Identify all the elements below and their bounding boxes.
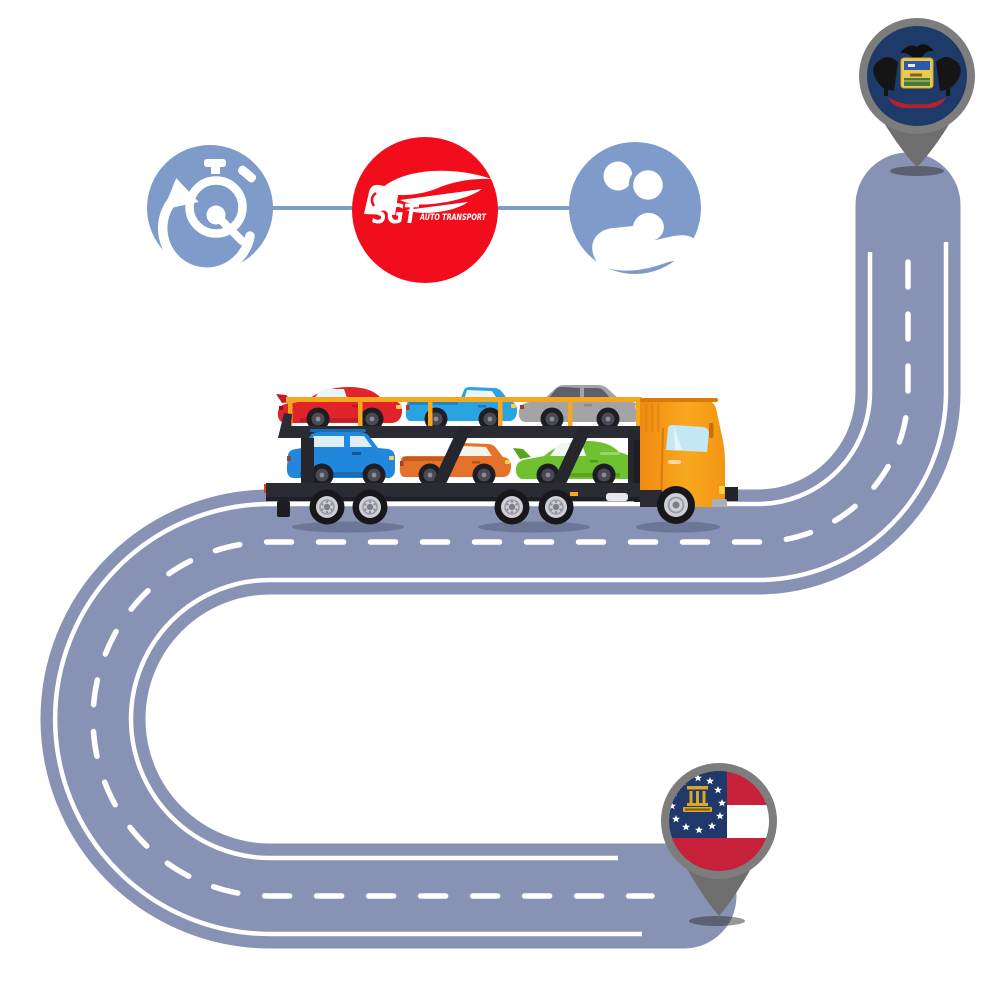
pin-shadow [890,166,944,176]
truck-shadow [292,521,720,533]
feature-customer-care [569,142,701,274]
road [40,152,961,949]
truck-cab [640,398,727,525]
cab-window [666,425,709,452]
road-edge-line-outer [128,242,949,861]
logo-text-main: SGT [372,199,420,230]
car-carrier-truck [264,385,738,533]
trailer-mud-flap [277,501,290,517]
origin-pin-pennsylvania [859,18,975,176]
trailer-frame [301,428,642,502]
car-red-sports-car [276,387,403,431]
cab-door-handle [668,460,681,464]
car-gray-sedan [518,385,641,431]
winged-truck-logo [364,170,492,222]
cab-mirror [709,423,714,438]
trailer-upper-railing [286,397,642,427]
road-edge-line-inner [52,252,873,937]
feature-fast-time [147,145,273,277]
feature-brand-logo: SGT AUTO TRANSPORT [352,137,498,283]
stopwatch-refresh-icon [157,159,257,277]
destination-pin-georgia [661,763,777,926]
road-markings [52,242,949,937]
feature-row: SGT AUTO TRANSPORT [147,137,701,283]
logo-text-sub: AUTO TRANSPORT [419,213,487,223]
pin-shadow [689,916,745,926]
pa-coat-of-arms [873,44,961,108]
hand-holding-people-icon [592,161,697,271]
pennsylvania-state-flag [873,44,961,108]
road-surface [40,152,961,949]
ga-seal [683,786,712,812]
